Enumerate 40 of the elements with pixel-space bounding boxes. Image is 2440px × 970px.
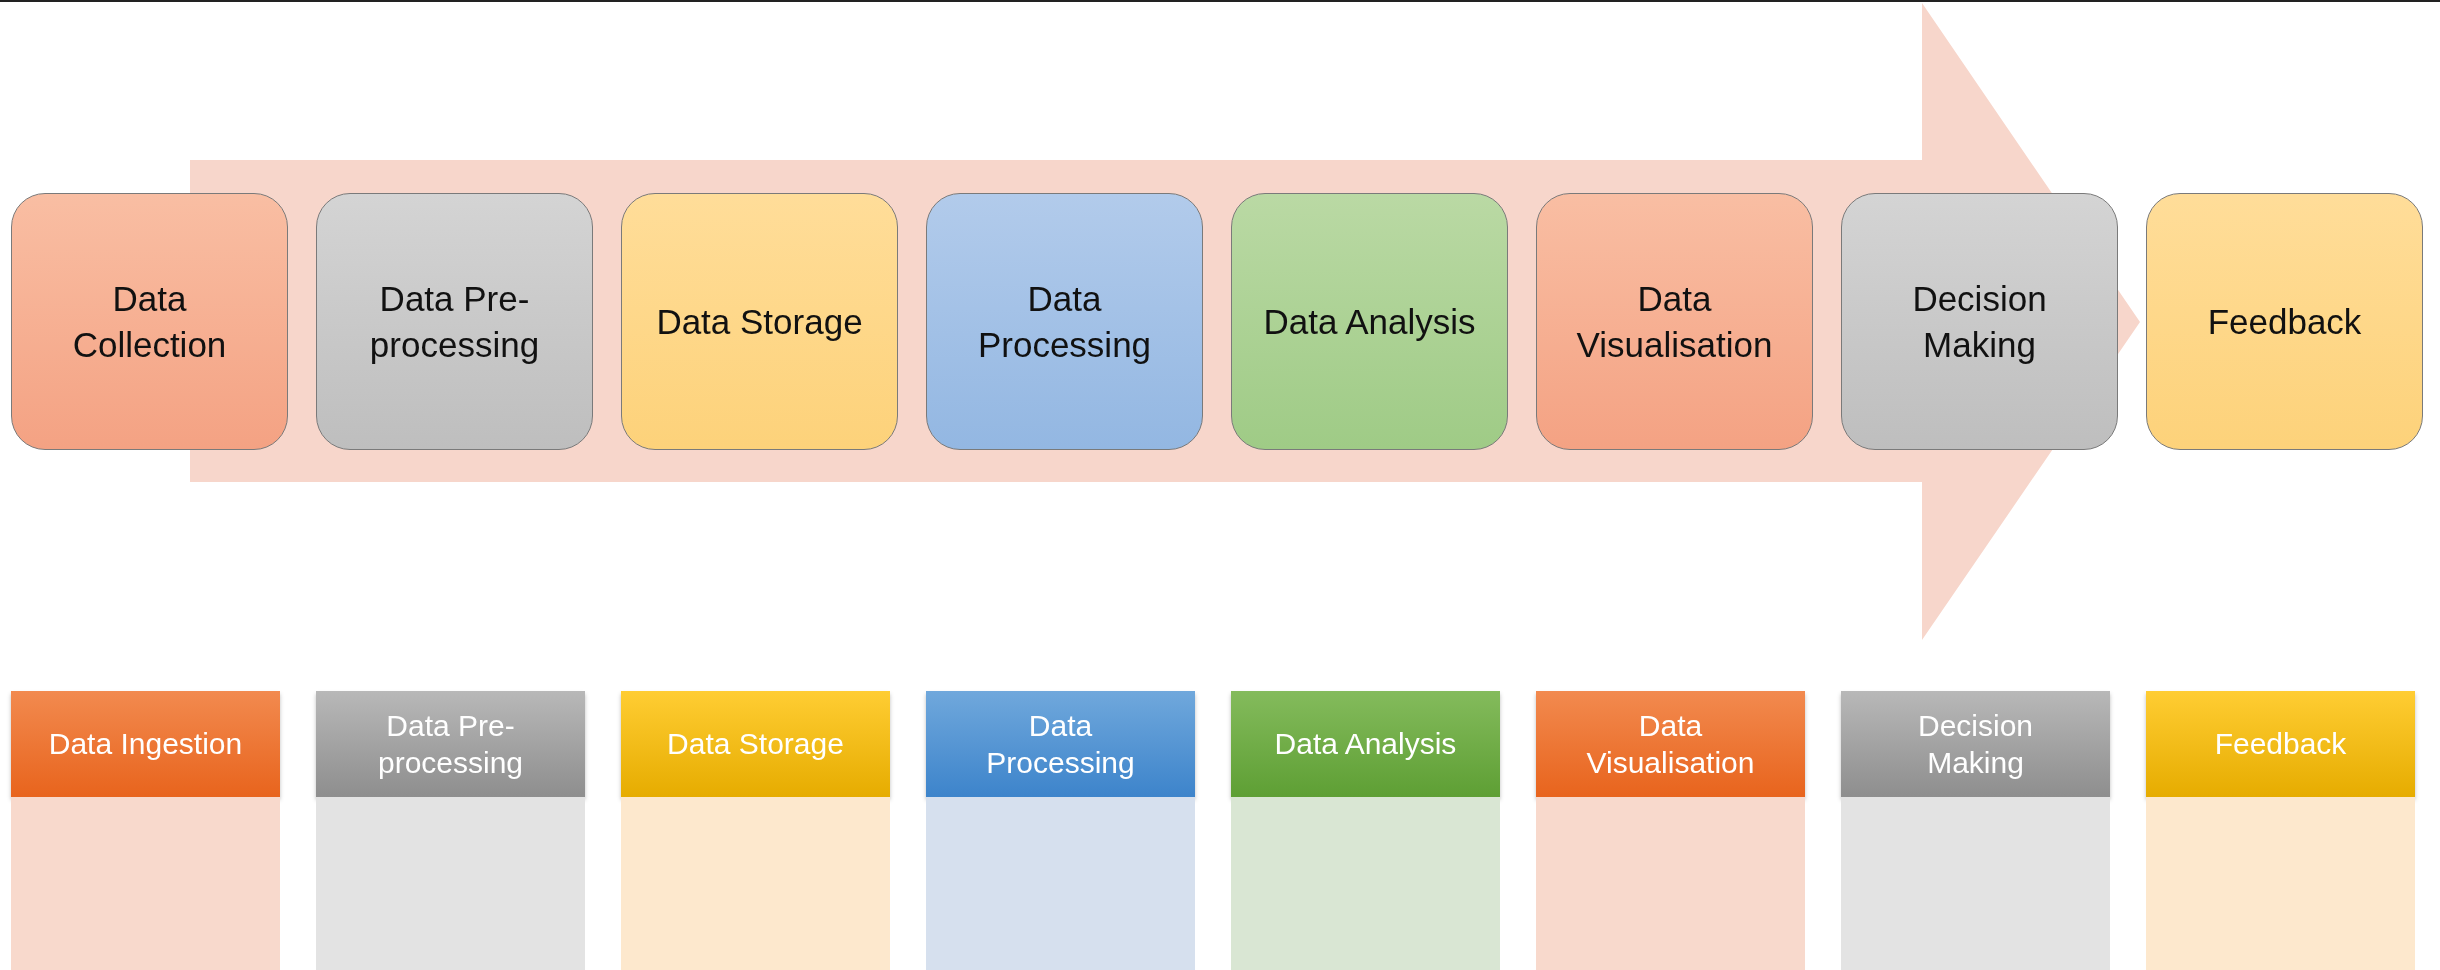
column-header <box>926 691 1195 797</box>
stage-label: Data Analysis <box>1274 726 1457 763</box>
empty-panel <box>2146 797 2415 970</box>
stage-label: Data Processing <box>976 278 1153 366</box>
column-header <box>1231 691 1500 797</box>
stage-label: Data Processing <box>985 707 1136 781</box>
stage-label: Data Analysis <box>1263 300 1476 343</box>
empty-panel <box>316 797 585 970</box>
stage-label: Data Visualisation <box>1575 278 1774 366</box>
stage-box <box>316 193 593 450</box>
column-header <box>1841 691 2110 797</box>
stage-label: Data Pre-processing <box>376 707 525 781</box>
column-header <box>2146 691 2415 797</box>
stage-label: Data Ingestion <box>48 726 243 763</box>
stage-label: Decision Making <box>1916 707 2035 781</box>
stage-label: Feedback <box>2214 726 2347 763</box>
stage-label: Decision Making <box>1911 278 2048 366</box>
stage-box <box>1231 193 1508 450</box>
column-header <box>11 691 280 797</box>
stage-box <box>1841 193 2118 450</box>
empty-panel <box>11 797 280 970</box>
stage-box <box>1536 193 1813 450</box>
stage-label: Data Collection <box>71 278 228 366</box>
stage-box <box>11 193 288 450</box>
column-header <box>1536 691 1805 797</box>
empty-panel <box>1536 797 1805 970</box>
stage-label: Data Storage <box>656 300 863 343</box>
stage-box <box>621 193 898 450</box>
stage-label: Data Storage <box>667 726 844 763</box>
stage-box <box>926 193 1203 450</box>
stage-label: Data Pre-processing <box>368 278 541 366</box>
empty-panel <box>1231 797 1500 970</box>
empty-panel <box>1841 797 2110 970</box>
stage-box <box>2146 193 2423 450</box>
empty-panel <box>926 797 1195 970</box>
stage-label: Data Visualisation <box>1585 707 1756 781</box>
stage-label: Feedback <box>2207 300 2362 343</box>
column-header <box>621 691 890 797</box>
empty-panel <box>621 797 890 970</box>
column-header <box>316 691 585 797</box>
